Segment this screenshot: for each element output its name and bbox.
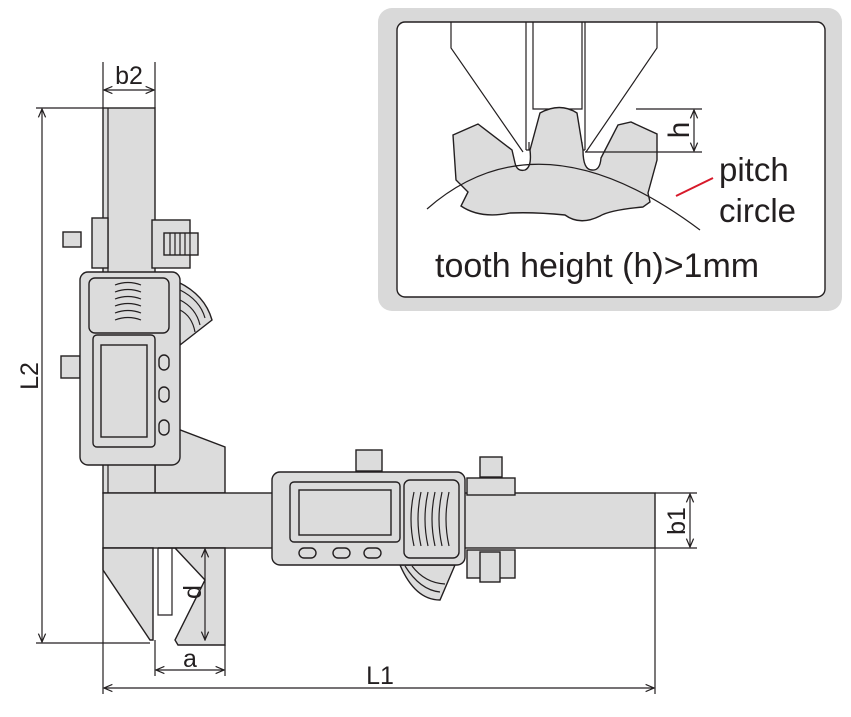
button	[158, 386, 170, 403]
horizontal-lcd	[298, 489, 392, 536]
inset-caption: tooth height (h)>1mm	[435, 247, 759, 285]
knob-icon	[479, 551, 501, 583]
b2-label: b2	[115, 62, 143, 90]
knob-icon	[355, 449, 383, 472]
inset-panel: h pitch circle tooth height (h)>1mm	[378, 8, 842, 311]
button	[363, 547, 382, 559]
h-label: h	[663, 122, 696, 139]
button	[158, 354, 170, 371]
L1-label: L1	[366, 662, 394, 690]
knob-icon	[60, 355, 81, 379]
dimension-lines	[36, 62, 697, 694]
a-label: a	[183, 645, 197, 673]
knob-icon	[163, 232, 199, 256]
circle-label: circle	[719, 192, 796, 229]
pitch-circle-leader	[675, 177, 714, 197]
h-dimension	[585, 108, 702, 153]
b1-label: b1	[663, 507, 691, 535]
caliper	[60, 107, 656, 646]
pitch-label: pitch	[719, 151, 789, 188]
knob-icon	[479, 456, 503, 478]
L2-label: L2	[16, 362, 44, 390]
pitch-circle	[426, 163, 701, 231]
button	[298, 547, 317, 559]
knob-icon	[62, 231, 82, 248]
vertical-lcd	[100, 344, 148, 438]
button	[158, 419, 170, 436]
d-label: d	[179, 585, 207, 599]
button	[332, 547, 351, 559]
